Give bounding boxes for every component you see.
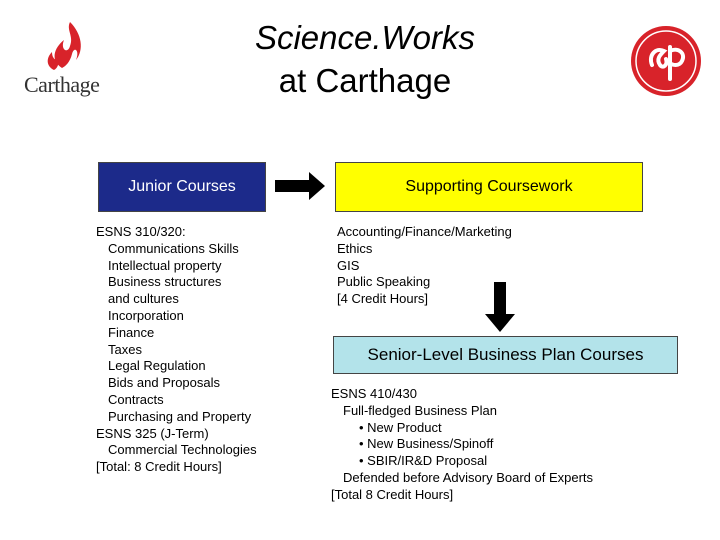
senior-courses-heading: Senior-Level Business Plan Courses <box>367 345 644 364</box>
list-item: Business structures <box>108 274 222 290</box>
logo-wordmark: Carthage <box>24 72 100 97</box>
list-item: Taxes <box>108 341 142 357</box>
down-arrow-icon <box>485 282 515 332</box>
list-item: Communications Skills <box>108 240 239 256</box>
seal-logo <box>631 26 701 96</box>
supporting-coursework-box: Supporting Coursework <box>335 162 643 212</box>
list-item: Bids and Proposals <box>108 375 221 391</box>
list-item: Legal Regulation <box>108 358 206 374</box>
list-item: Defended before Advisory Board of Expert… <box>343 469 594 485</box>
right-arrow-icon <box>275 172 325 200</box>
senior-courses-box: Senior-Level Business Plan Courses <box>333 336 678 374</box>
list-item: Finance <box>108 324 155 340</box>
list-item: • SBIR/IR&D Proposal <box>359 453 488 469</box>
list-item: Commercial Technologies <box>108 442 257 458</box>
list-item: ESNS 310/320: <box>96 224 186 239</box>
supporting-coursework-heading: Supporting Coursework <box>405 178 573 195</box>
list-item: ESNS 325 (J-Term) <box>96 425 209 441</box>
page-title: Science.Works at Carthage <box>200 16 530 102</box>
list-item: Intellectual property <box>108 257 222 273</box>
list-item: [Total 8 Credit Hours] <box>331 486 454 502</box>
list-item: [Total: 8 Credit Hours] <box>96 459 222 475</box>
title-line-2: at Carthage <box>278 62 452 99</box>
list-item: Public Speaking <box>337 274 431 290</box>
list-item: Contracts <box>108 391 164 407</box>
carthage-logo: Carthage <box>24 20 114 100</box>
list-item: Accounting/Finance/Marketing <box>337 224 512 239</box>
list-item: GIS <box>337 257 360 273</box>
junior-courses-box: Junior Courses <box>98 162 266 212</box>
list-item: • New Product <box>359 419 442 435</box>
junior-courses-heading: Junior Courses <box>128 178 236 195</box>
list-item: and cultures <box>108 291 179 307</box>
list-item: Incorporation <box>108 307 184 323</box>
list-item: • New Business/Spinoff <box>359 436 494 452</box>
title-line-1: Science.Works <box>254 19 476 56</box>
list-item: Purchasing and Property <box>108 408 252 424</box>
flame-icon <box>47 22 81 70</box>
list-item: Ethics <box>337 240 373 256</box>
list-item: ESNS 410/430 <box>331 386 418 401</box>
list-item: Full-fledged Business Plan <box>343 402 497 418</box>
list-item: [4 Credit Hours] <box>337 291 429 307</box>
